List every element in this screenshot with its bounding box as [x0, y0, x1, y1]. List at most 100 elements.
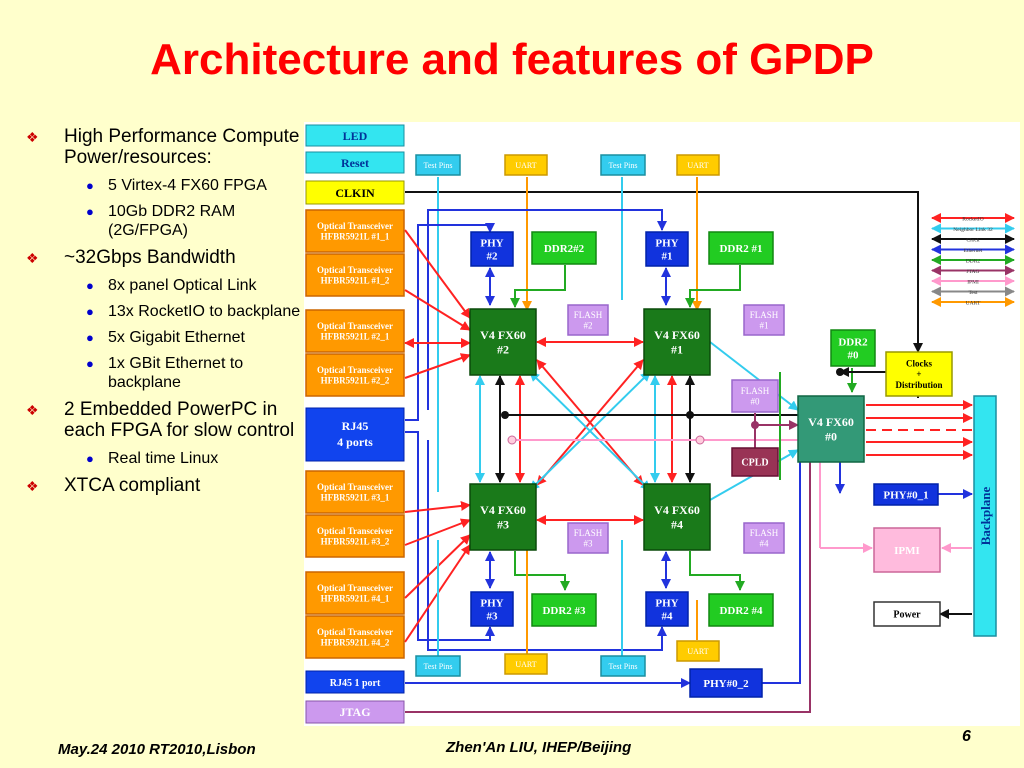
phy-4-block-label: #4	[662, 610, 674, 622]
test-pins-block: Test Pins	[600, 655, 646, 677]
phy-0-2-block-label: PHY#0_2	[703, 678, 749, 690]
flash-0-block-label: #0	[751, 397, 761, 407]
flash-1-block-label: #1	[760, 321, 769, 331]
test-pins-block: Test Pins	[415, 154, 461, 176]
test-pins-block: Test Pins	[600, 154, 646, 176]
phy-0-1-block: PHY#0_1	[873, 483, 939, 506]
backplane-label: Backplane	[978, 487, 993, 546]
cpld-block-label: CPLD	[741, 458, 768, 469]
jtag-block: JTAG	[305, 700, 405, 724]
uart-block: UART	[504, 154, 548, 176]
phy-1-block-label: #1	[662, 250, 673, 262]
sub-bullet-item: ●13x RocketIO to backplane	[86, 303, 301, 320]
legend-item: Ethernet	[931, 244, 1015, 255]
bullet-item: ❖High Performance Compute Power/resource…	[26, 126, 300, 168]
clocks-distribution-block-label: +	[916, 369, 921, 379]
fpga-0-block-label: #0	[825, 429, 837, 443]
optical-transceiver-block-label: HFBR5921L #3_1	[321, 493, 390, 503]
uart-block: UART	[504, 653, 548, 675]
dot-bullet-icon: ●	[86, 330, 94, 345]
optical-transceiver-block-label: HFBR5921L #1_1	[321, 232, 390, 242]
bullet-item: ❖XTCA compliant	[26, 475, 201, 496]
ipmi-block: IPMI	[873, 527, 941, 573]
fpga-3-block-label: V4 FX60	[480, 503, 526, 517]
legend-label: IPMI	[967, 280, 979, 286]
dot-bullet-icon: ●	[86, 304, 94, 319]
flash-4-block-label: FLASH	[750, 528, 779, 538]
legend-label: DDR2	[966, 259, 981, 265]
sub-bullet-item: ●8x panel Optical Link	[86, 277, 257, 294]
cpld-block: CPLD	[731, 447, 779, 477]
diamond-bullet-icon: ❖	[26, 478, 39, 494]
phy-3-block-label: #3	[487, 610, 499, 622]
bullet-list: ❖High Performance Compute Power/resource…	[26, 126, 304, 504]
legend-label: Test	[968, 290, 978, 296]
fpga-2-block: V4 FX60#2	[469, 308, 537, 376]
page-number: 6	[962, 728, 971, 745]
architecture-diagram: LED Reset CLKIN Optical TransceiverHFBR5…	[304, 122, 1020, 726]
sub-bullet-item: ●5 Virtex-4 FX60 FPGA	[86, 177, 267, 194]
test-pins-block-label: Test Pins	[424, 161, 453, 170]
flash-2-block-label: FLASH	[574, 310, 603, 320]
diamond-bullet-icon: ❖	[26, 129, 39, 145]
fpga-2-block-label: #2	[497, 342, 509, 356]
ddr2-3-block-label: DDR2 #3	[542, 605, 586, 617]
sub-bullet-item: ●5x Gigabit Ethernet	[86, 329, 245, 346]
bullet-item: ❖2 Embedded PowerPC in each FPGA for slo…	[26, 399, 295, 441]
led-block: LED	[305, 124, 405, 147]
ddr2-0-block: DDR2#0	[830, 329, 876, 367]
ddr2-1-block-label: DDR2 #1	[719, 243, 762, 255]
dot-bullet-icon: ●	[86, 278, 94, 293]
svg-text:Reset: Reset	[341, 156, 369, 170]
sub-bullet-item: ●1x GBit Ethernet to backplane	[86, 355, 244, 391]
ddr2-2-block-label: DDR2#2	[544, 243, 585, 255]
legend-item: RocketIO	[931, 213, 1015, 223]
legend-item: UART	[931, 297, 1015, 307]
legend-label: UART	[966, 301, 981, 307]
optical-transceiver-block-label: Optical Transceiver	[317, 526, 393, 536]
flash-1-block: FLASH#1	[743, 304, 785, 336]
backplane-block: Backplane	[973, 395, 997, 637]
legend-label: Ethernet	[964, 248, 983, 254]
uart-block-label: UART	[515, 161, 536, 170]
clocks-distribution-block-label: Clocks	[906, 358, 933, 368]
phy-4-block-label: PHY	[655, 597, 678, 609]
rj45-4-label-line1: RJ45	[342, 419, 369, 433]
clkin-block: CLKIN	[305, 180, 405, 205]
legend-item: DDR2	[931, 255, 1015, 265]
fpga-1-block-label: V4 FX60	[654, 328, 700, 342]
phy-0-1-block-label: PHY#0_1	[883, 489, 928, 501]
legend-item: JTAG	[931, 265, 1015, 276]
test-pins-block-label: Test Pins	[609, 662, 638, 671]
phy-3-block-label: PHY	[480, 597, 503, 609]
flash-0-block-label: FLASH	[741, 386, 770, 396]
flash-2-block-label: #2	[584, 321, 593, 331]
slide-title: Architecture and features of GPDP	[150, 35, 874, 84]
phy-0-2-block: PHY#0_2	[689, 668, 763, 698]
fpga-1-block: V4 FX60#1	[643, 308, 711, 376]
fpga-4-block: V4 FX60#4	[643, 483, 711, 551]
optical-transceiver-block-label: Optical Transceiver	[317, 365, 393, 375]
test-pins-block: Test Pins	[415, 655, 461, 677]
svg-text:RJ45 1 port: RJ45 1 port	[330, 678, 381, 689]
uart-block: UART	[676, 640, 720, 662]
uart-block: UART	[676, 154, 720, 176]
optical-transceiver-block-label: HFBR5921L #4_1	[321, 594, 390, 604]
test-pins-block-label: Test Pins	[609, 161, 638, 170]
optical-transceiver-block-label: HFBR5921L #4_2	[321, 638, 390, 648]
fpga-1-block-label: #1	[671, 342, 683, 356]
dot-bullet-icon: ●	[86, 356, 94, 371]
reset-block: Reset	[305, 151, 405, 174]
ddr2-1-block: DDR2 #1	[708, 231, 774, 265]
phy-1-block: PHY#1	[645, 231, 689, 267]
svg-text:LED: LED	[343, 129, 368, 143]
ipmi-block-label: IPMI	[894, 545, 920, 557]
flash-0-block: FLASH#0	[731, 379, 779, 413]
ddr2-3-block: DDR2 #3	[531, 593, 597, 627]
rj45-1-port-block: RJ45 1 port	[305, 670, 405, 694]
phy-2-block-label: #2	[487, 250, 499, 262]
legend-item: Neighbor Link 32	[931, 223, 1015, 234]
optical-transceiver-block-label: HFBR5921L #2_2	[321, 376, 390, 386]
